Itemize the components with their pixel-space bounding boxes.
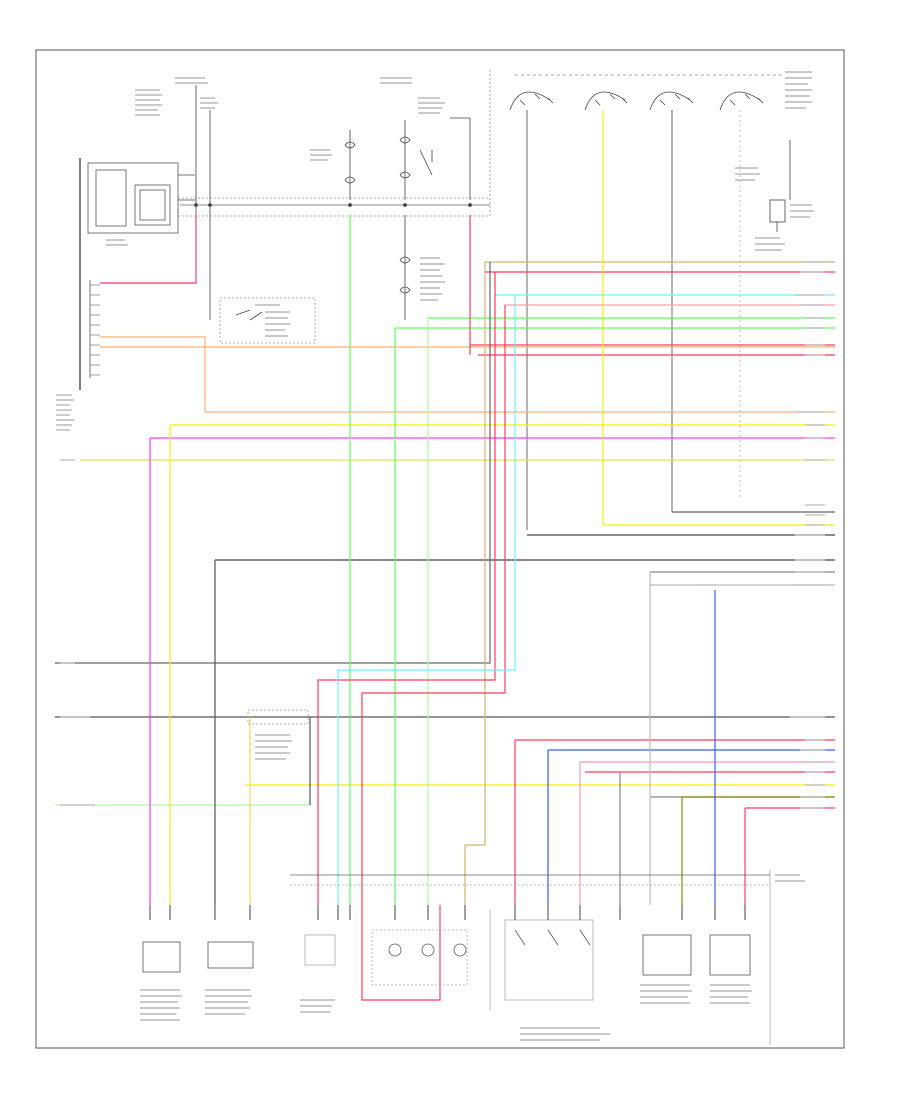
vertical-wires (149, 110, 746, 1001)
bottom-components (140, 709, 805, 1045)
horizontal-wires (55, 215, 835, 809)
top-fuse-area (56, 70, 814, 530)
right-wire-labels (60, 261, 825, 809)
diagram-frame (35, 49, 845, 1049)
